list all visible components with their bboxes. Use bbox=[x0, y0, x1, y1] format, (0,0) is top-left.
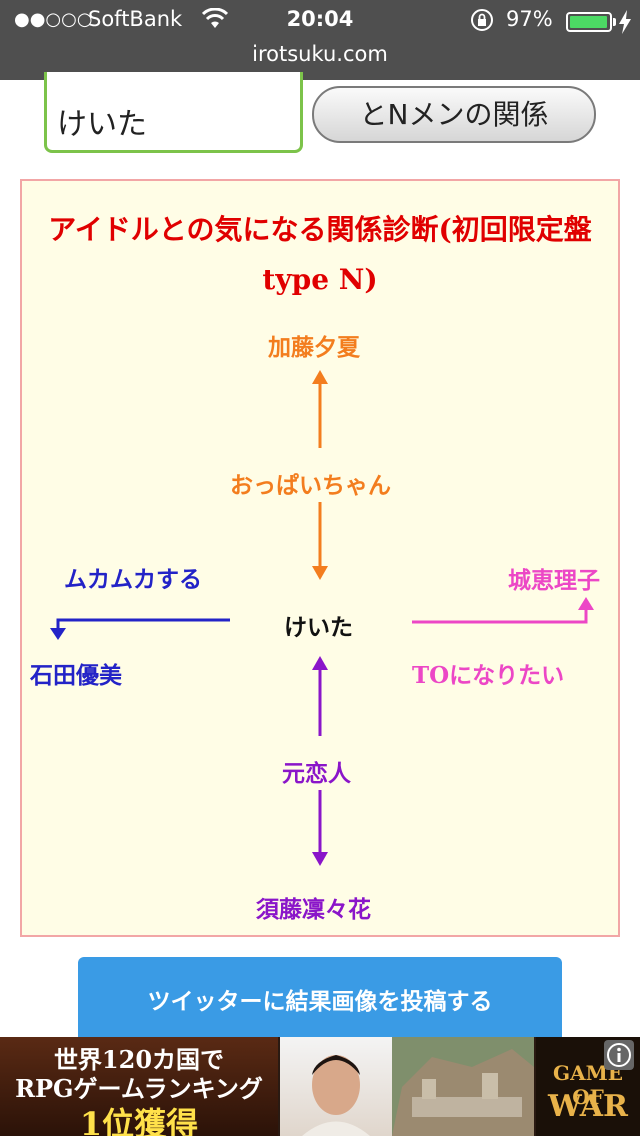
ad-logo-bottom: WAR bbox=[548, 1089, 628, 1124]
bottom-person-name: 須藤凜々花 bbox=[256, 897, 371, 923]
battery-level-fill bbox=[570, 16, 607, 28]
result-title: アイドルとの気になる関係診断(初回限定盤 type N) bbox=[48, 213, 592, 296]
ad-banner[interactable]: 世界120カ国で RPGゲームランキング 1位獲得 GAME OF WAR bbox=[0, 1037, 640, 1136]
signal-strength: ●●○○○ bbox=[14, 9, 93, 30]
ad-line-3: 1位獲得 bbox=[79, 1105, 199, 1136]
tweet-result-button[interactable]: ツイッターに結果画像を投稿する bbox=[78, 957, 562, 1037]
result-panel: アイドルとの気になる関係診断(初回限定盤 type N) bbox=[20, 179, 620, 937]
wifi-icon bbox=[202, 8, 228, 28]
battery-icon bbox=[566, 12, 612, 32]
ad-portrait-image[interactable] bbox=[280, 1037, 392, 1136]
relation-submit-button[interactable]: とNメンの関係 bbox=[312, 86, 596, 143]
ad-line-2: RPGゲームランキング bbox=[15, 1074, 263, 1103]
status-bar: ●●○○○ SoftBank 20:04 97% irotsuku.com bbox=[0, 0, 640, 80]
ad-logo-top: GAME OF bbox=[553, 1061, 623, 1109]
ad-castle-image[interactable] bbox=[392, 1037, 534, 1136]
info-icon[interactable] bbox=[604, 1040, 634, 1070]
battery-tip bbox=[613, 18, 616, 26]
left-person-name: 石田優美 bbox=[30, 663, 122, 689]
top-relation-label: おっぱいちゃん bbox=[230, 473, 391, 499]
carrier-name: SoftBank bbox=[88, 7, 183, 31]
right-relation-label: TOになりたい bbox=[412, 662, 565, 689]
name-input[interactable] bbox=[44, 72, 303, 153]
ad-text-panel[interactable]: 世界120カ国で RPGゲームランキング 1位獲得 bbox=[0, 1037, 278, 1136]
address-bar-url[interactable]: irotsuku.com bbox=[252, 42, 388, 66]
right-person-name: 城恵理子 bbox=[508, 568, 600, 594]
ad-line-1: 世界120カ国で bbox=[53, 1045, 225, 1074]
charging-bolt-icon bbox=[619, 10, 631, 34]
center-user-name: けいた bbox=[284, 615, 353, 641]
battery-percent: 97% bbox=[506, 7, 553, 31]
clock: 20:04 bbox=[286, 7, 354, 31]
bottom-relation-label: 元恋人 bbox=[282, 761, 351, 787]
left-relation-label: ムカムカする bbox=[64, 567, 202, 593]
ad-game-logo[interactable]: GAME OF WAR bbox=[536, 1037, 640, 1136]
top-person-name: 加藤夕夏 bbox=[268, 335, 360, 361]
rotation-lock-icon bbox=[471, 9, 493, 31]
